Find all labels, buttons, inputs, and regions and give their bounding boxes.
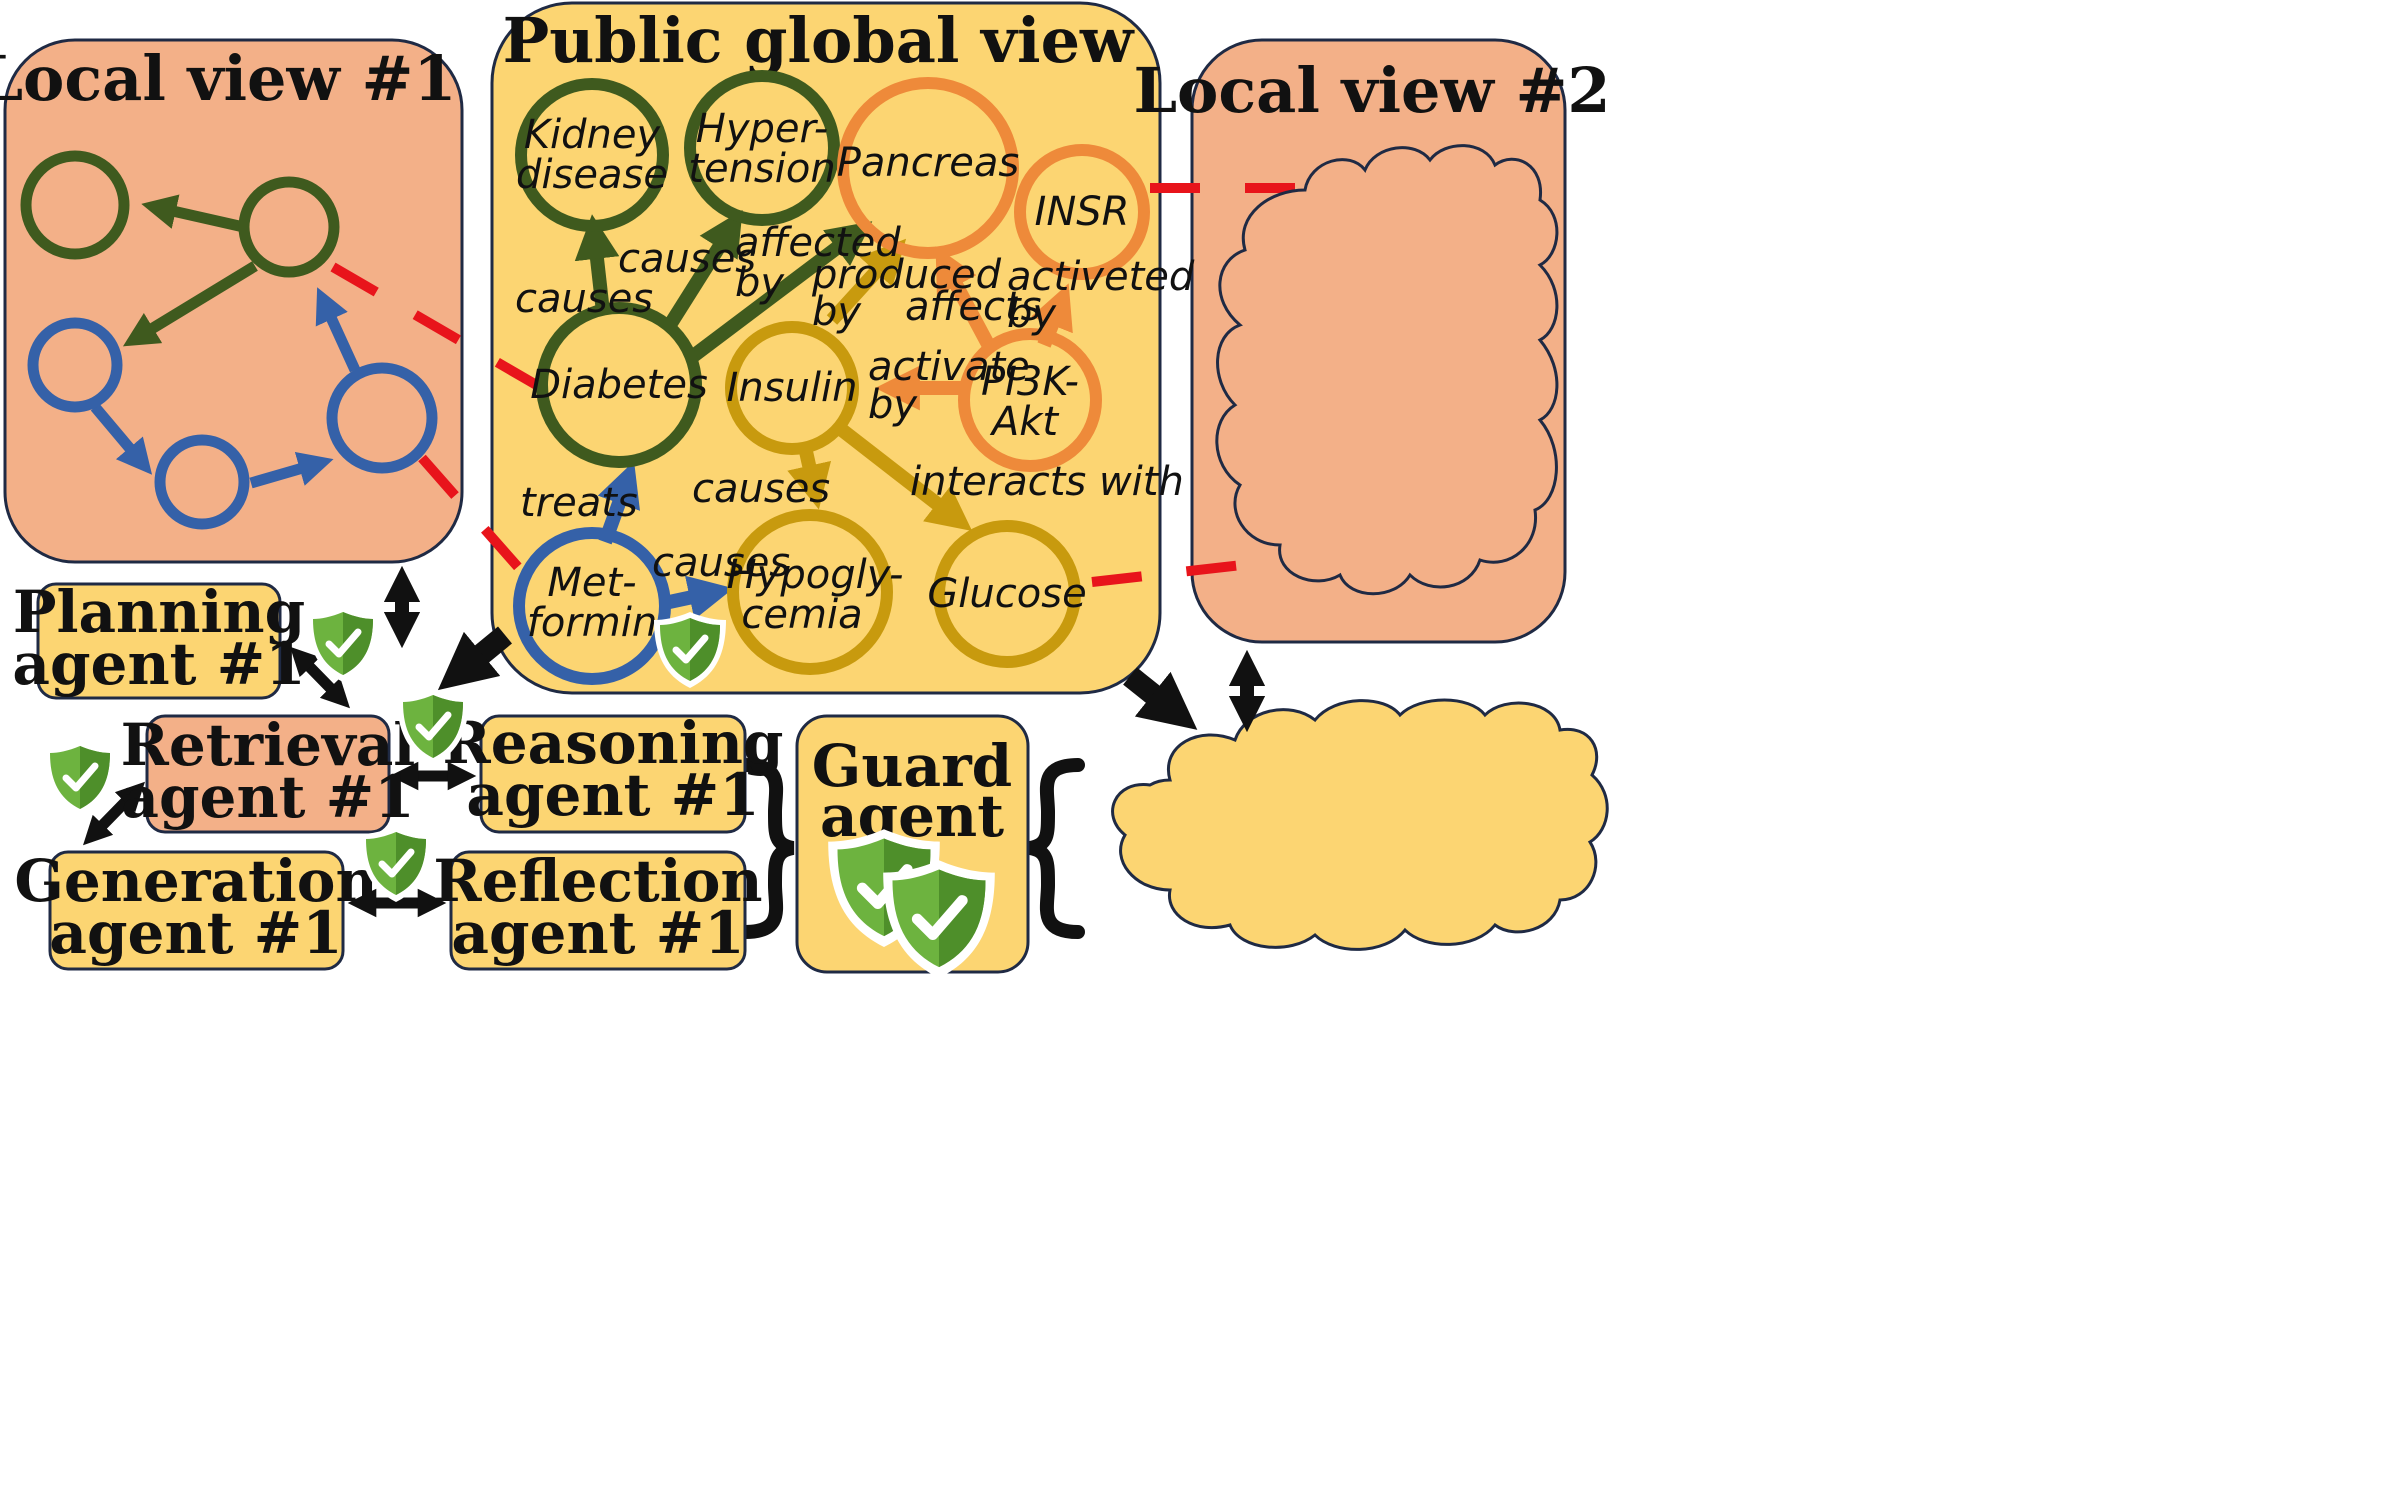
- edge-label-produced-2: by: [812, 289, 862, 335]
- edge-label-activate-2: by: [868, 382, 918, 428]
- local-node: [154, 434, 250, 530]
- planning-agent-label-1: Planning: [13, 578, 305, 646]
- reasoning-agent-label-1: Reasoning: [443, 709, 784, 777]
- node-insulin-label: Insulin: [727, 365, 858, 411]
- local-node: [238, 176, 340, 278]
- global-graph-nodes: Kidney disease Hyper- tension Pancreas I…: [513, 70, 1150, 685]
- node-pi3k-label-2: Akt: [989, 399, 1060, 445]
- edge-label-interacts-with: interacts with: [910, 459, 1184, 505]
- shield-check-icon: [44, 740, 116, 816]
- local-view-2-title: Local view #2: [1133, 54, 1610, 127]
- reflection-agent-label-2: agent #1: [451, 899, 744, 967]
- guard-agent-label-1: Guard: [812, 732, 1012, 800]
- generation-agent-box: [48, 850, 345, 971]
- edge-label-affects: affects: [905, 284, 1042, 330]
- edge-pi3k-pancreas: [935, 246, 997, 352]
- edge-label-activeted-2: by: [1007, 291, 1057, 337]
- public-global-view-title: Public global view: [503, 4, 1135, 77]
- retrieval-agent-box: [145, 714, 391, 834]
- node-insr: [1014, 144, 1150, 280]
- edge-label-produced-1: produced: [811, 252, 1002, 298]
- node-diabetes-label: Diabetes: [530, 362, 708, 408]
- node-hypertension: [684, 70, 840, 226]
- edge-label-activeted-1: activeted: [1007, 254, 1195, 300]
- node-pancreas-label: Pancreas: [837, 140, 1019, 186]
- node-kidney-label-1: Kidney: [524, 112, 662, 158]
- edge-diabetes-kidney: [574, 214, 620, 313]
- local-node: [326, 362, 438, 474]
- retrieval-agent-label-1: Retrieval: [121, 711, 416, 779]
- edge-label-causes-hypoglycemia: causes: [652, 540, 790, 586]
- retrieval-agent-label-2: agent #1: [121, 763, 414, 831]
- local-node: [20, 150, 130, 260]
- edge-label-affected-1: affected: [735, 220, 901, 266]
- node-hypertension-label-2: tension: [688, 146, 835, 192]
- generation-agent-label-2: agent #1: [49, 899, 342, 967]
- node-metformin-label-2: formin: [527, 600, 657, 646]
- node-glucose-label: Glucose: [927, 571, 1086, 617]
- node-glucose: [933, 520, 1081, 668]
- flow-arrows: [83, 565, 1266, 918]
- edge-insulin-hypoglycemia: [787, 445, 832, 510]
- global-graph-edge-labels: causes causes affected by produced by af…: [515, 220, 1195, 586]
- node-hypoglycemia-label-2: cemia: [741, 592, 862, 638]
- edge-label-causes-hypertension: causes: [618, 236, 756, 282]
- local-edge: [141, 194, 250, 234]
- local-view-1-title: Local view #1: [0, 42, 457, 115]
- node-kidney-label-2: disease: [516, 152, 668, 198]
- edge-label-causes-insulin: causes: [692, 466, 830, 512]
- node-insr-label: INSR: [1035, 189, 1130, 235]
- local-edge: [122, 261, 258, 347]
- local-node: [27, 317, 123, 413]
- edge-insulin-pancreas: [826, 238, 907, 325]
- agent-boxes: Planning agent #1 Retrieval agent #1 Rea…: [12, 578, 1030, 974]
- edge-label-treats: treats: [520, 480, 638, 526]
- global-view-cloud-icon: [1111, 698, 1609, 951]
- node-pi3k-label-1: PI3K-: [981, 359, 1079, 405]
- reflection-agent-box: [449, 850, 747, 971]
- local-edge: [249, 451, 334, 489]
- node-hypoglycemia: [727, 509, 893, 675]
- edge-insulin-glucose: [837, 424, 973, 531]
- edge-label-causes-kidney: causes: [515, 276, 653, 322]
- down-arrow-icon: [1123, 667, 1198, 730]
- local-view-1-panel: [3, 38, 464, 564]
- node-hypertension-label-1: Hyper-: [696, 106, 828, 152]
- planning-agent-label-2: agent #1: [12, 630, 305, 698]
- double-arrow-icon: [290, 646, 350, 709]
- generation-agent-label-1: Generation: [14, 847, 377, 915]
- edge-diabetes-hypertension: [662, 209, 743, 332]
- edge-label-affected-2: by: [735, 260, 785, 306]
- curly-brace-icon: [738, 758, 1085, 939]
- node-pi3k-akt: [958, 328, 1102, 472]
- double-arrow-icon: [83, 781, 145, 846]
- cross-view-links: [330, 183, 1300, 587]
- node-metformin-label-1: Met-: [547, 560, 636, 606]
- node-insulin: [725, 321, 859, 455]
- local-edge: [90, 403, 153, 475]
- reflection-agent-label-1: Reflection: [433, 847, 762, 915]
- edge-label-activate-1: activate: [868, 344, 1030, 390]
- node-pancreas: [837, 77, 1019, 259]
- node-diabetes: [536, 302, 702, 468]
- planning-agent-box: [36, 582, 282, 700]
- node-hypoglycemia-label-1: Hypogly-: [727, 552, 904, 598]
- reasoning-agent-label-2: agent #1: [466, 761, 759, 829]
- local-view-1-graph: [20, 150, 438, 530]
- local-edge: [315, 287, 361, 373]
- node-metformin: [513, 527, 671, 685]
- local-view-2-cloud-icon: [1215, 144, 1559, 596]
- down-arrow-icon: [437, 626, 512, 691]
- node-kidney-disease: [515, 78, 669, 232]
- reasoning-agent-box: [479, 714, 747, 834]
- edge-diabetes-pancreas: [683, 221, 873, 366]
